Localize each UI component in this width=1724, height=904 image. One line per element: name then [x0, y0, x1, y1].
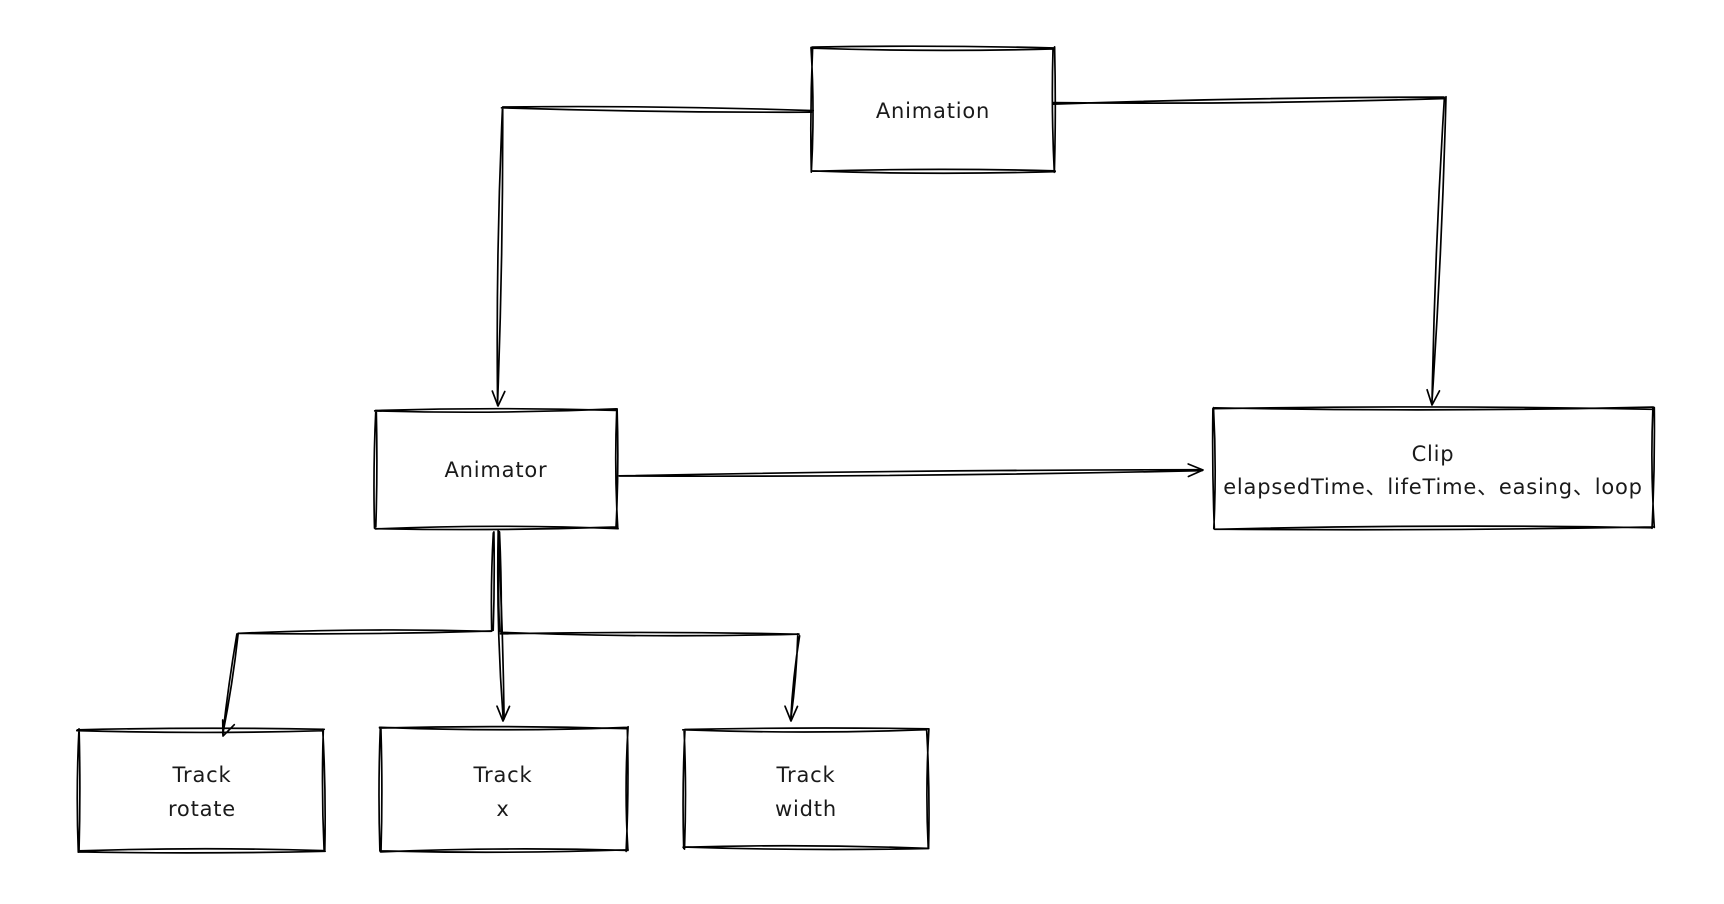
node-animator[interactable]: Animator	[373, 407, 619, 531]
clip-attributes: elapsedTime、lifeTime、easing、loop	[1223, 475, 1643, 499]
edge-animator-track-rotate[interactable]	[221, 531, 496, 737]
node-track-x[interactable]: Track x	[378, 725, 629, 854]
arrowhead-icon	[1187, 463, 1204, 478]
edge-animator-track-rotate-line[interactable]	[221, 531, 496, 735]
track-rotate-box[interactable]	[75, 727, 327, 854]
edge-animator-clip-line[interactable]	[618, 468, 1203, 478]
arrowhead-icon	[491, 390, 506, 407]
node-animation[interactable]: Animation	[809, 45, 1057, 175]
edge-animation-clip-line[interactable]	[1052, 95, 1447, 404]
track-rotate-label: Track	[172, 763, 232, 787]
edge-animation-animator-line[interactable]	[496, 105, 815, 406]
edge-animator-clip[interactable]	[618, 463, 1204, 478]
track-rotate-sublabel: rotate	[168, 797, 236, 821]
arrowhead-icon	[496, 705, 511, 722]
clip-title: Clip	[1412, 442, 1455, 466]
animation-box[interactable]	[809, 45, 1057, 175]
track-x-box[interactable]	[378, 725, 629, 854]
arrowhead-icon	[784, 705, 799, 722]
edge-animator-track-width-line[interactable]	[497, 530, 801, 722]
edge-animation-clip[interactable]	[1052, 95, 1447, 406]
track-width-sublabel: width	[775, 797, 837, 821]
track-x-label: Track	[473, 763, 533, 787]
animation-label: Animation	[876, 99, 990, 123]
animator-box[interactable]	[373, 407, 619, 531]
track-x-sublabel: x	[496, 797, 509, 821]
node-clip[interactable]: Clip elapsedTime、lifeTime、easing、loop	[1211, 406, 1656, 531]
clip-box[interactable]	[1211, 406, 1656, 531]
track-width-box[interactable]	[681, 727, 930, 851]
arrowhead-icon	[1426, 388, 1441, 406]
edge-animation-animator[interactable]	[491, 105, 815, 407]
edge-animator-track-width[interactable]	[497, 530, 801, 722]
animator-label: Animator	[445, 458, 548, 482]
node-track-width[interactable]: Track width	[681, 727, 930, 851]
track-width-label: Track	[776, 763, 836, 787]
node-track-rotate[interactable]: Track rotate	[75, 727, 327, 854]
